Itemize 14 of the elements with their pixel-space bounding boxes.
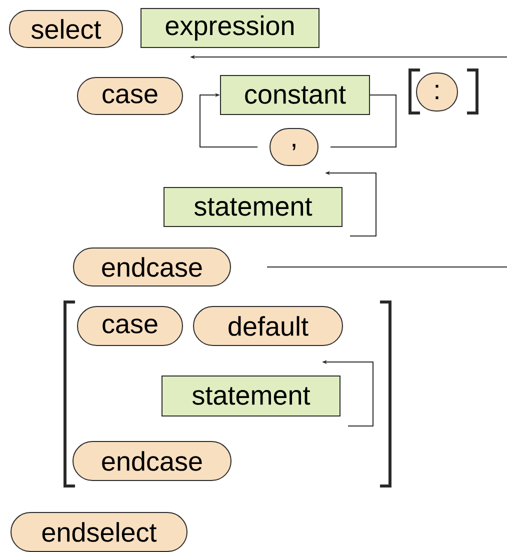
- keyword-pill: ,: [270, 128, 318, 166]
- keyword-pill: default: [193, 306, 343, 346]
- symbol-box: statement: [162, 376, 340, 416]
- keyword-pill: select: [9, 10, 123, 48]
- connector-arrow: [200, 92, 258, 148]
- keyword-pill: case: [77, 306, 183, 346]
- keyword-pill: endselect: [10, 512, 188, 552]
- keyword-pill: endcase: [73, 248, 231, 286]
- symbol-box: statement: [164, 187, 342, 227]
- keyword-pill: case: [77, 77, 183, 115]
- keyword-pill: :: [416, 72, 458, 112]
- symbol-box: expression: [140, 8, 320, 48]
- symbol-box: constant: [220, 75, 370, 115]
- keyword-pill: endcase: [72, 441, 232, 481]
